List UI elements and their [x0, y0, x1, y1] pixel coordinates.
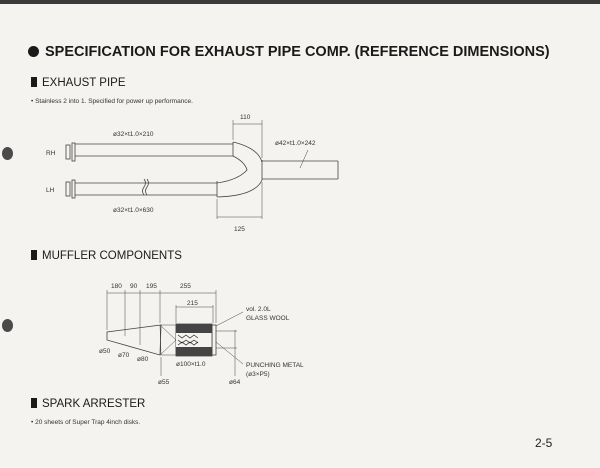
exhaust-note: • Stainless 2 into 1. Specified for powe… [31, 98, 193, 105]
collector-spec: ø42×t1.0×242 [275, 140, 316, 147]
rh-pipe-spec: ø32×t1.0×210 [113, 131, 154, 138]
punching-metal-spec: (ø3×P5) [246, 371, 270, 378]
lh-label: LH [46, 187, 55, 194]
section-heading: SPARK ARRESTER [42, 398, 146, 410]
section-muffler: MUFFLER COMPONENTS [31, 250, 182, 262]
dia-64: ø64 [229, 379, 241, 386]
muffler-diagram [106, 290, 244, 376]
lh-pipe-spec: ø32×t1.0×630 [113, 207, 154, 214]
dim-125: 125 [234, 226, 245, 233]
binder-hole [2, 147, 13, 160]
dim-180: 180 [111, 283, 122, 290]
dia-80: ø80 [137, 356, 149, 363]
lh-flange [71, 179, 76, 199]
rh-flange [65, 144, 71, 160]
dia-55: ø55 [158, 379, 170, 386]
page-number: 2-5 [535, 436, 553, 450]
rh-label: RH [46, 150, 56, 157]
volume-label: vol. 2.0L [246, 306, 271, 313]
scan-edge [0, 0, 600, 4]
square-bullet-icon [31, 250, 37, 260]
dim-90: 90 [130, 283, 138, 290]
section-heading: EXHAUST PIPE [42, 77, 126, 89]
punching-metal-label: PUNCHING METAL [246, 362, 304, 369]
dia-70: ø70 [118, 352, 130, 359]
lh-flange [65, 181, 71, 197]
exhaust-pipe-diagram [65, 120, 339, 219]
section-exhaust-pipe: EXHAUST PIPE [31, 77, 126, 89]
section-spark-arrester: SPARK ARRESTER [31, 398, 145, 410]
bullet-icon [28, 46, 39, 57]
binder-hole [2, 319, 13, 332]
square-bullet-icon [31, 77, 37, 87]
dim-110: 110 [240, 114, 251, 121]
title-text: SPECIFICATION FOR EXHAUST PIPE COMP. (RE… [45, 44, 550, 60]
page-title: SPECIFICATION FOR EXHAUST PIPE COMP. (RE… [28, 44, 550, 60]
rh-flange [71, 142, 76, 162]
spark-note: • 20 sheets of Super Trap 4inch disks. [31, 419, 141, 426]
square-bullet-icon [31, 398, 37, 408]
dia-50: ø50 [99, 348, 111, 355]
dim-195: 195 [146, 283, 157, 290]
dia-100: ø100×t1.0 [176, 361, 206, 368]
section-heading: MUFFLER COMPONENTS [42, 250, 182, 262]
dim-215: 215 [187, 300, 198, 307]
glass-wool-label: GLASS WOOL [246, 315, 290, 322]
dim-255: 255 [180, 283, 191, 290]
